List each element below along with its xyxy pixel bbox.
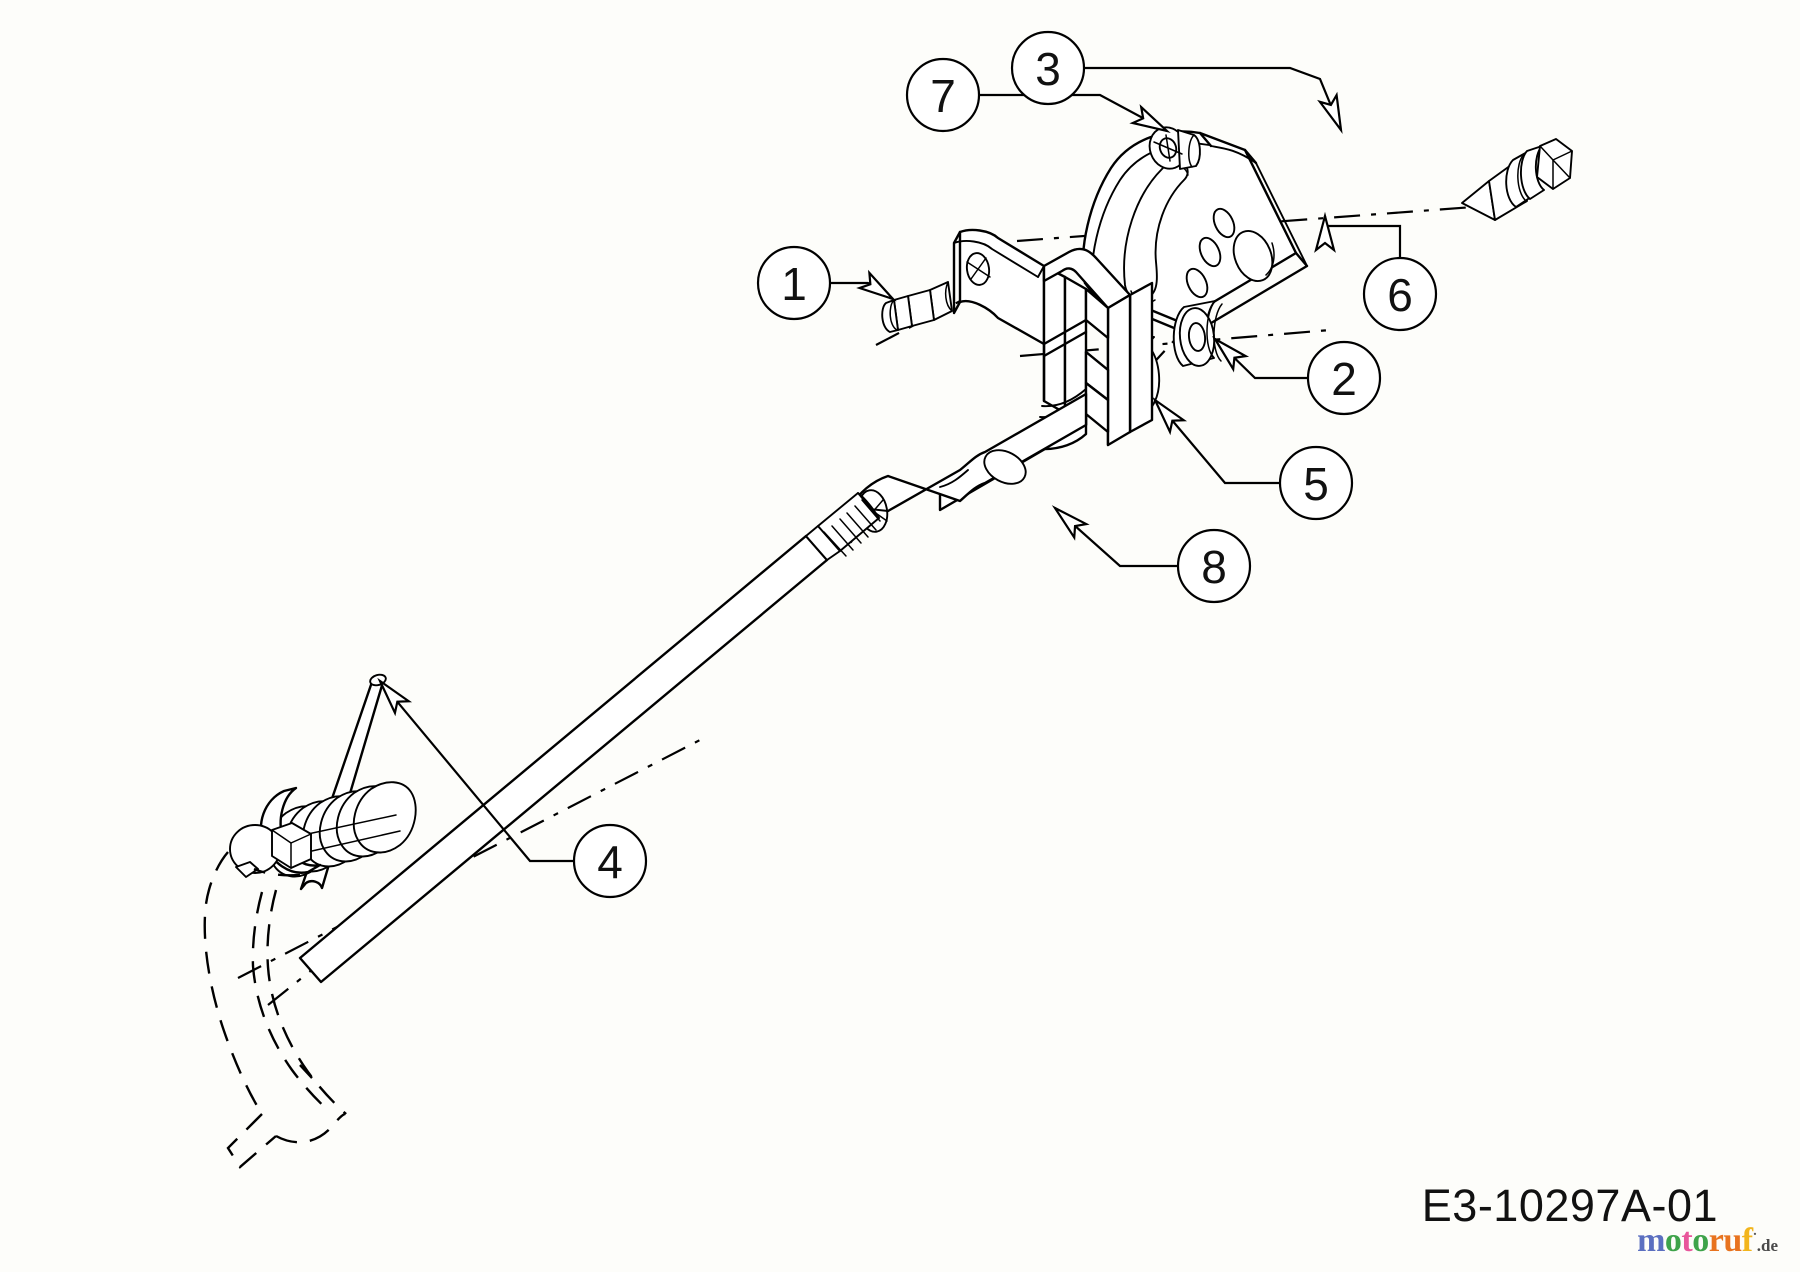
callout-2[interactable]: 2 [1209, 333, 1382, 416]
callout-4-number: 4 [597, 836, 623, 888]
watermark-superscript: · [1752, 1227, 1758, 1243]
callout-5-arrowhead [1152, 396, 1188, 436]
watermark-letter-6: f [1741, 1222, 1753, 1259]
callout-1[interactable]: 1 [756, 245, 898, 321]
callout-6-bubble[interactable] [1362, 256, 1438, 332]
watermark-tld: .de [1756, 1236, 1778, 1255]
callout-4[interactable]: 4 [373, 675, 648, 899]
drawing-number: E3-10297A-01 [1421, 1180, 1718, 1231]
callout-1-number: 1 [781, 258, 807, 310]
site-watermark: motoruf·.de [1637, 1224, 1778, 1258]
callout-7-bubble[interactable] [905, 57, 981, 133]
callout-7[interactable]: 7 [905, 57, 1171, 139]
callout-8-number: 8 [1201, 541, 1227, 593]
watermark-letter-5: u [1723, 1222, 1742, 1259]
callout-7-arrowhead [1129, 104, 1171, 134]
callout-7-leader [979, 93, 1168, 132]
callout-3-leader [1084, 66, 1343, 131]
callout-2-arrowhead [1211, 336, 1250, 373]
callout-1-bubble[interactable] [756, 245, 832, 321]
callout-6[interactable]: 6 [1314, 211, 1438, 332]
callout-1-arrowhead [856, 269, 897, 302]
callout-3-arrowhead [1317, 91, 1343, 134]
watermark-letter-2: t [1681, 1222, 1693, 1259]
callout-6-arrowhead [1314, 211, 1336, 253]
callout-2-number: 2 [1331, 353, 1357, 405]
callout-layer: 7 3 1 62 5 8 4 [373, 30, 1438, 899]
watermark-letter-3: o [1692, 1222, 1709, 1259]
watermark-letter-1: o [1664, 1222, 1682, 1259]
watermark-letter-4: r [1708, 1222, 1724, 1259]
callout-4-leader [379, 680, 574, 863]
callout-8-arrowhead [1051, 505, 1090, 541]
callout-7-number: 7 [930, 70, 956, 122]
part-hex-bolt [881, 281, 953, 333]
phantom-lever-outline [203, 851, 347, 1169]
part-bushing [1172, 300, 1223, 367]
callout-8-bubble[interactable] [1176, 528, 1252, 604]
callout-3[interactable]: 3 [1010, 30, 1349, 134]
callout-3-bubble[interactable] [1010, 30, 1086, 106]
callout-4-arrowhead [377, 677, 413, 717]
callout-5-bubble[interactable] [1278, 445, 1354, 521]
watermark-letter-0: m [1637, 1222, 1665, 1259]
part-spring-rod [298, 492, 881, 984]
part-shoulder-bolt [1148, 126, 1201, 170]
callout-5[interactable]: 5 [1148, 394, 1354, 521]
callout-4-bubble[interactable] [572, 823, 648, 899]
callout-5-leader [1154, 399, 1280, 485]
callout-5-number: 5 [1303, 458, 1329, 510]
callout-2-bubble[interactable] [1306, 340, 1382, 416]
callout-6-leader [1323, 216, 1402, 258]
callout-8-leader [1054, 507, 1178, 568]
callout-6-number: 6 [1387, 269, 1413, 321]
part-flange-bolt [1461, 138, 1573, 221]
part-torsion-spring [229, 673, 417, 891]
callout-8[interactable]: 8 [1049, 501, 1252, 604]
callout-3-number: 3 [1035, 43, 1061, 95]
part-idler-bracket [849, 228, 1154, 544]
